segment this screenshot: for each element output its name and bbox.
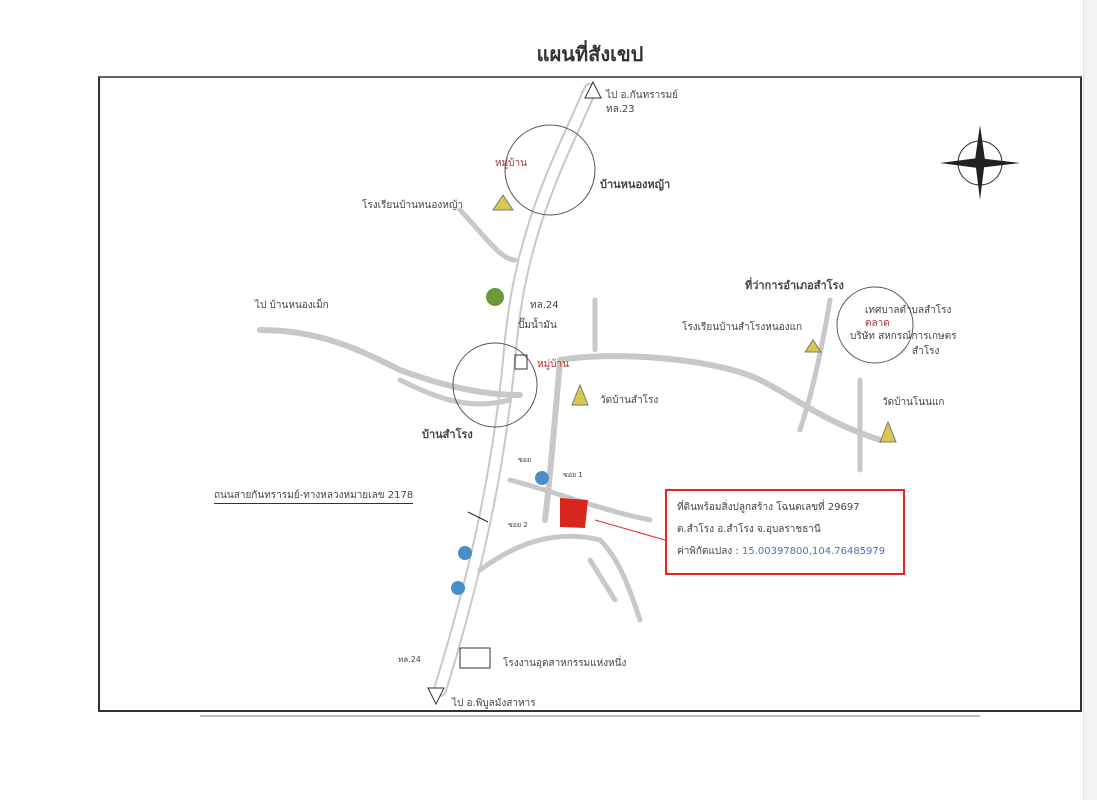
road-east — [557, 353, 883, 443]
label-village1-mark: หมู่บ้าน — [495, 158, 527, 169]
scrollbar[interactable] — [1083, 0, 1097, 800]
label-school1: โรงเรียนบ้านหนองหญ้า — [362, 200, 463, 211]
tree-icon — [486, 288, 504, 306]
label-to-north: ไป อ.กันทรารมย์ — [606, 90, 679, 101]
station-icon — [514, 354, 528, 370]
info-line2: ต.สำโรง อ.สำโรง จ.อุบลราชธานี — [677, 524, 821, 535]
label-village2: บ้านสำโรง — [422, 428, 473, 441]
label-road: ถนนสายกันทรารมย์-ทางหลวงหมายเลข 2178 — [214, 488, 414, 504]
label-temple2: วัดบ้านโนนแก — [882, 397, 945, 408]
school-icon — [804, 339, 822, 353]
label-village1: บ้านหนองหญ้า — [600, 178, 671, 191]
divider — [200, 715, 980, 717]
roundabout-icon — [451, 581, 465, 595]
temple-icon — [571, 383, 589, 406]
label-hwy-mid: ทล.24 — [530, 300, 559, 311]
label-soi-1: ซอย 1 — [563, 471, 583, 479]
label-to-west: ไป บ้านหนองเม็ก — [255, 300, 329, 311]
label-to-south: ไป อ.พิบูลมังสาหาร — [452, 698, 536, 709]
label-area3b: ตลาด — [865, 318, 890, 329]
label-area3d: สำโรง — [912, 346, 940, 357]
label-school2: โรงเรียนบ้านสำโรงหนองแก — [682, 322, 803, 333]
coord-label: ค่าพิกัดแปลง : — [677, 546, 739, 557]
label-station: ปั๊มน้ำมัน — [518, 320, 557, 331]
property-info-box: ที่ดินพร้อมสิ่งปลูกสร้าง โฉนดเลขที่ 2969… — [665, 489, 905, 575]
main-highway-edge — [435, 85, 595, 695]
label-area3c: บริษัท สหกรณ์การเกษตร — [850, 331, 957, 342]
arrow-north-icon — [584, 80, 602, 99]
label-village2-mark: หมู่บ้าน — [537, 359, 569, 370]
label-hwy-south: ทล.24 — [398, 655, 421, 664]
map-frame — [98, 76, 1082, 712]
arrow-south-icon — [427, 687, 445, 706]
coord-value: 15.00397800,104.76485979 — [741, 546, 886, 557]
compass-icon — [940, 125, 1020, 200]
label-soi: ซอย — [518, 456, 532, 464]
map-title: แผนที่สังเขป — [536, 42, 644, 66]
info-line1: ที่ดินพร้อมสิ่งปลูกสร้าง โฉนดเลขที่ 2969… — [677, 502, 860, 513]
label-temple1: วัดบ้านสำโรง — [600, 395, 659, 406]
label-hwy-north: ทล.23 — [606, 104, 635, 115]
factory-icon — [459, 647, 491, 669]
label-factory: โรงงานอุตสาหกรรมแห่งหนึ่ง — [503, 658, 627, 669]
label-area3: เทศบาลตำบลสำโรง — [865, 305, 952, 316]
roundabout-icon — [535, 471, 549, 485]
school-icon — [492, 194, 514, 211]
callout-arrow — [594, 519, 666, 541]
temple-icon — [879, 420, 897, 443]
roundabout-icon — [458, 546, 472, 560]
property-marker — [560, 498, 588, 528]
label-office: ที่ว่าการอำเภอสำโรง — [745, 279, 844, 292]
label-soi-2: ซอย 2 — [508, 521, 528, 529]
